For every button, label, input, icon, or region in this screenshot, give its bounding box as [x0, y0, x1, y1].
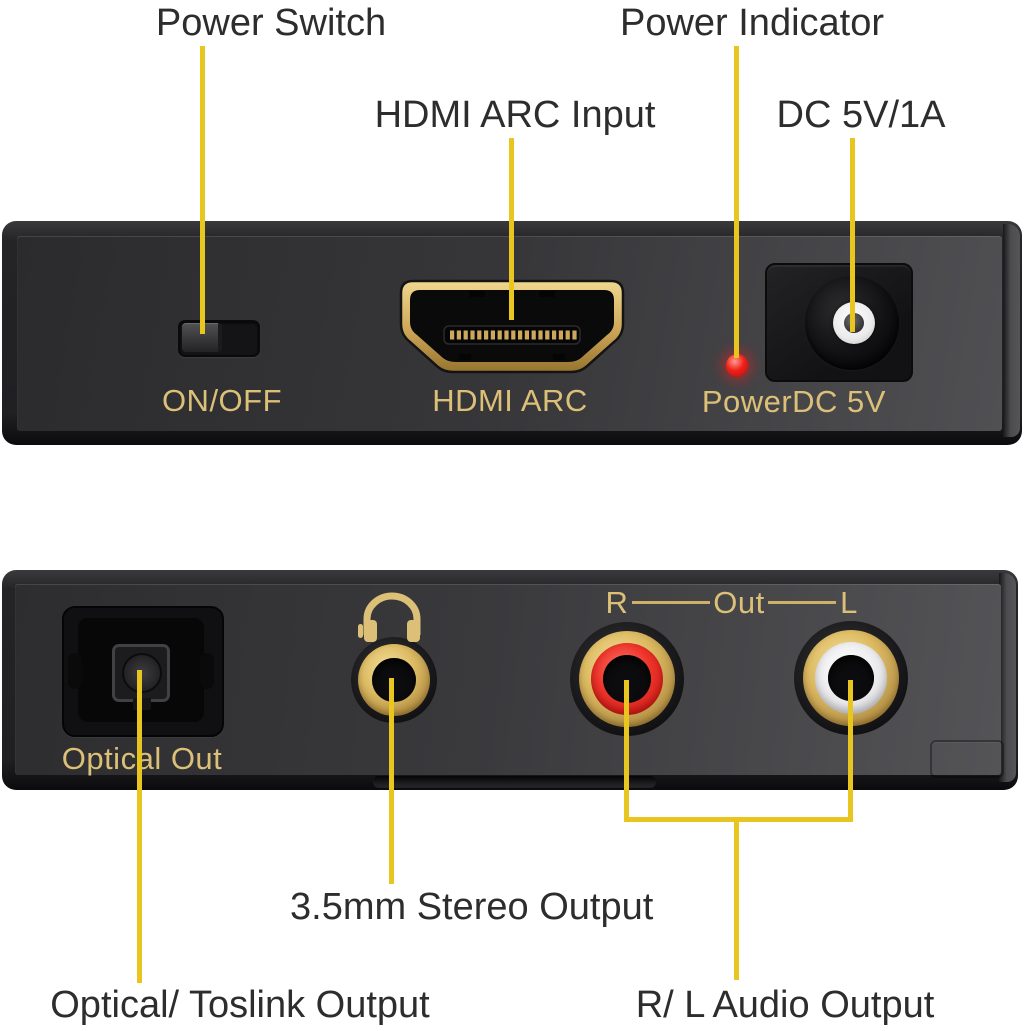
- panel-edge-bevel: [1003, 224, 1020, 437]
- device-bottom-panel: Optical Out R Out L: [2, 570, 1018, 790]
- toslink-port: [62, 606, 224, 737]
- callout-line-power-switch: [200, 46, 205, 334]
- panel-edge-bevel: [999, 573, 1016, 782]
- rca-label-link-left: [632, 601, 710, 604]
- toslink-stub: [133, 698, 151, 710]
- callout-label-hdmi-arc-input: HDMI ARC Input: [374, 94, 656, 136]
- hdmi-arc-port: [399, 279, 625, 374]
- chassis-groove: [373, 776, 656, 787]
- dc-power-jack: [765, 263, 913, 382]
- callout-line-rca-stem: [734, 822, 739, 980]
- power-switch: [178, 320, 260, 357]
- toslink-lens: [122, 653, 162, 693]
- rca-label-link-right: [768, 601, 836, 604]
- callout-label-optical-output: Optical/ Toslink Output: [50, 984, 430, 1026]
- panel-label-on-off: ON/OFF: [161, 383, 283, 418]
- callout-line-hdmi-input: [509, 138, 514, 320]
- callout-line-stereo: [389, 678, 394, 884]
- callout-line-power-indicator: [734, 46, 739, 358]
- callout-line-dc-power: [850, 138, 855, 332]
- panel-label-optical-out: Optical Out: [61, 741, 223, 776]
- headphone-icon: [358, 592, 421, 642]
- toslink-notch-right: [200, 653, 214, 689]
- power-led: [726, 354, 748, 377]
- panel-label-power: Power: [701, 384, 793, 419]
- callout-label-rca-output: R/ L Audio Output: [635, 984, 935, 1026]
- panel-label-dc-5v: DC 5V: [792, 384, 886, 419]
- stereo-jack-hole: [372, 658, 416, 702]
- panel-label-rca-r: R: [605, 585, 629, 620]
- toslink-notch-left: [68, 653, 82, 689]
- callout-label-stereo-output: 3.5mm Stereo Output: [290, 886, 654, 928]
- callout-line-rca-left: [848, 680, 853, 822]
- panel-label-rca-out: Out: [713, 585, 765, 620]
- panel-label-rca-l: L: [840, 585, 858, 620]
- callout-label-power-switch: Power Switch: [155, 2, 387, 44]
- callout-label-dc-5v-1a: DC 5V/1A: [776, 94, 946, 136]
- callout-bracket-rca: [624, 817, 853, 822]
- callout-line-optical: [137, 670, 142, 983]
- callout-label-power-indicator: Power Indicator: [619, 2, 884, 44]
- callout-line-rca-right: [624, 680, 629, 822]
- chassis-recess: [930, 740, 1004, 778]
- panel-label-hdmi-arc: HDMI ARC: [432, 383, 588, 418]
